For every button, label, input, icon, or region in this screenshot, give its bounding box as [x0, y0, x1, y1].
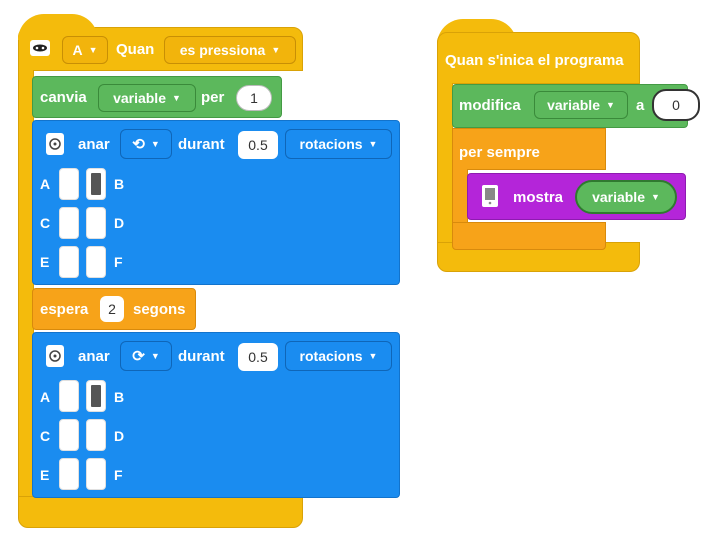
motor-run-label: anar — [78, 136, 110, 153]
port-b-toggle[interactable] — [86, 168, 106, 200]
change-variable-name: variable — [113, 90, 166, 106]
clockwise-icon: ⟳ — [132, 348, 145, 365]
motor-icon — [46, 345, 64, 367]
port-a-toggle[interactable] — [59, 380, 79, 412]
port-f-toggle[interactable] — [86, 458, 106, 490]
port-label-a: A — [40, 389, 51, 405]
change-per-word: per — [201, 89, 225, 106]
unit-value: rotacions — [299, 348, 363, 364]
motor-amount-input[interactable]: 0.5 — [238, 131, 278, 159]
change-amount-input[interactable]: 1 — [236, 85, 272, 111]
set-value-input[interactable]: 0 — [652, 89, 700, 121]
set-variable-dropdown[interactable]: variable ▼ — [534, 91, 628, 119]
wait-label: espera — [40, 301, 89, 318]
chevron-down-icon: ▼ — [368, 139, 378, 149]
change-variable-dropdown[interactable]: variable ▼ — [98, 84, 196, 112]
chevron-down-icon: ▼ — [150, 351, 160, 361]
when-word: Quan — [116, 41, 155, 58]
forever-loop-block[interactable] — [452, 128, 606, 170]
port-d-toggle[interactable] — [86, 207, 106, 239]
event-block-arm — [18, 70, 34, 500]
set-label: modifica — [459, 97, 521, 114]
port-label-b: B — [114, 389, 125, 405]
unit-value: rotacions — [299, 136, 363, 152]
forever-loop-foot — [452, 222, 606, 250]
wait-seconds-input[interactable]: 2 — [100, 296, 124, 322]
port-c-toggle[interactable] — [59, 207, 79, 239]
chevron-down-icon: ▼ — [172, 93, 181, 103]
show-variable-reporter[interactable]: variable ▼ — [575, 180, 677, 214]
wait-unit-label: segons — [133, 301, 186, 318]
port-f-toggle[interactable] — [86, 246, 106, 278]
show-variable-name: variable — [592, 189, 645, 205]
display-icon — [482, 185, 498, 207]
port-label-d: D — [114, 215, 125, 231]
motor-amount-input[interactable]: 0.5 — [238, 343, 278, 371]
chevron-down-icon: ▼ — [88, 45, 98, 55]
counterclockwise-icon: ⟲ — [132, 136, 145, 153]
port-a-toggle[interactable] — [59, 168, 79, 200]
port-c-toggle[interactable] — [59, 419, 79, 451]
port-label-e: E — [40, 467, 50, 483]
port-label-a: A — [40, 176, 51, 192]
port-e-toggle[interactable] — [59, 246, 79, 278]
event-type-dropdown[interactable]: es pressiona ▼ — [164, 36, 296, 64]
port-d-toggle[interactable] — [86, 419, 106, 451]
button-selector-value: A — [72, 42, 83, 58]
unit-dropdown-2[interactable]: rotacions ▼ — [285, 341, 392, 371]
event-type-value: es pressiona — [179, 42, 266, 58]
port-b-toggle[interactable] — [86, 380, 106, 412]
port-label-c: C — [40, 215, 51, 231]
direction-dropdown-1[interactable]: ⟲ ▼ — [120, 129, 172, 159]
port-label-f: F — [114, 467, 123, 483]
port-label-b: B — [114, 176, 125, 192]
forever-label: per sempre — [459, 144, 540, 161]
forever-loop-arm — [452, 169, 468, 229]
chevron-down-icon: ▼ — [271, 45, 281, 55]
controller-icon — [30, 40, 50, 56]
show-label: mostra — [513, 189, 564, 206]
chevron-down-icon: ▼ — [651, 192, 660, 202]
port-label-d: D — [114, 428, 125, 444]
chevron-down-icon: ▼ — [368, 351, 378, 361]
change-label: canvia — [40, 89, 87, 106]
set-variable-name: variable — [547, 97, 600, 113]
port-label-c: C — [40, 428, 51, 444]
motor-durant-word: durant — [178, 348, 225, 365]
motor-icon — [46, 133, 64, 155]
button-selector-dropdown[interactable]: A ▼ — [62, 36, 108, 64]
set-a-word: a — [636, 97, 645, 114]
port-e-toggle[interactable] — [59, 458, 79, 490]
motor-durant-word: durant — [178, 136, 225, 153]
motor-run-label: anar — [78, 348, 110, 365]
start-label: Quan s'inica el programa — [445, 52, 624, 69]
chevron-down-icon: ▼ — [606, 100, 615, 110]
unit-dropdown-1[interactable]: rotacions ▼ — [285, 129, 392, 159]
port-label-f: F — [114, 254, 123, 270]
port-label-e: E — [40, 254, 50, 270]
chevron-down-icon: ▼ — [150, 139, 160, 149]
event-block-foot — [18, 496, 303, 528]
when-program-starts-block[interactable] — [437, 32, 640, 84]
start-block-arm — [437, 83, 453, 253]
hat-bump — [18, 14, 98, 40]
direction-dropdown-2[interactable]: ⟳ ▼ — [120, 341, 172, 371]
